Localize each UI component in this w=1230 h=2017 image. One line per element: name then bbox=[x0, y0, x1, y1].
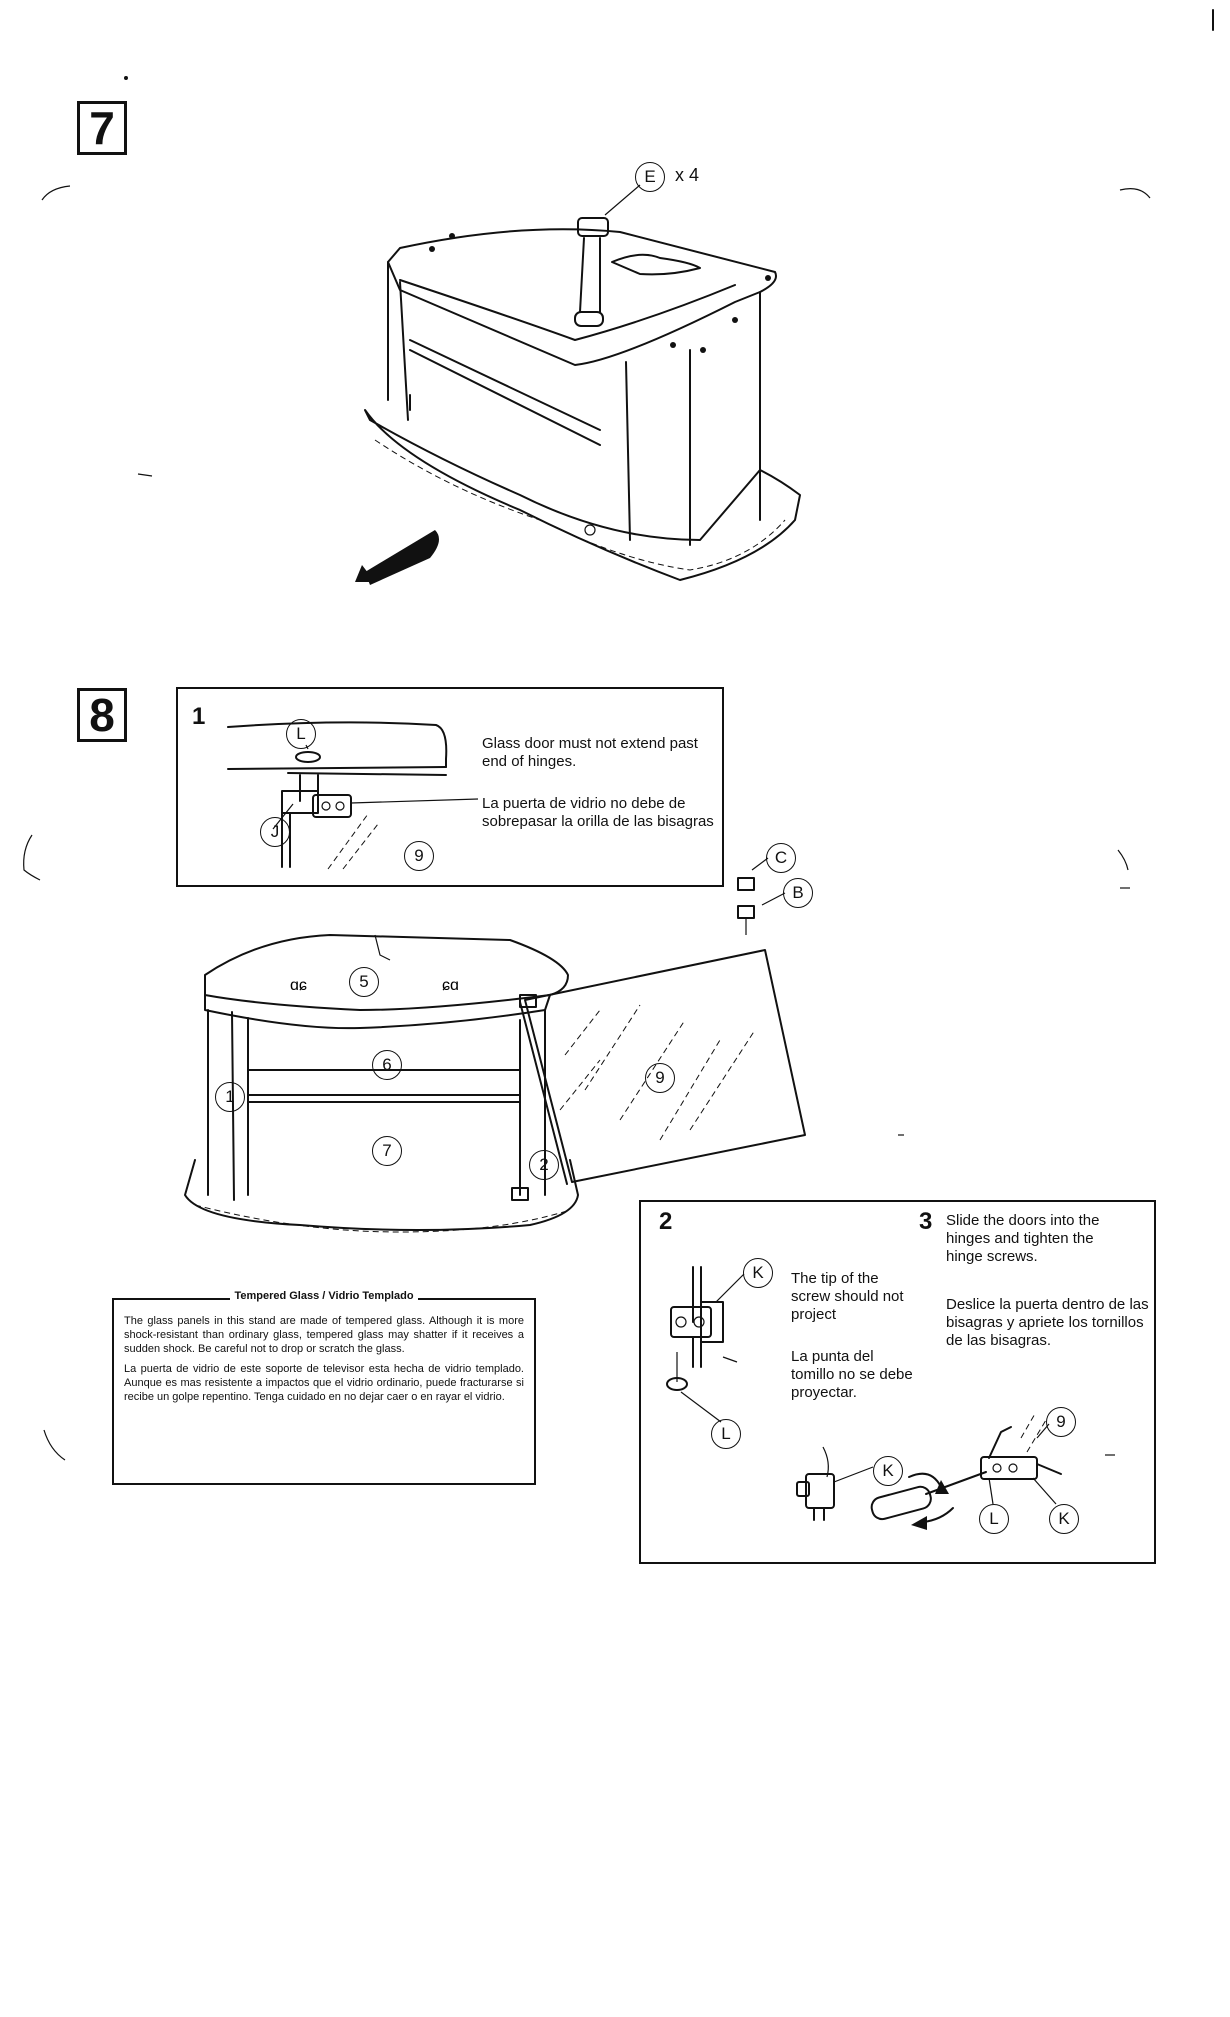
tempered-glass-notice: Tempered Glass / Vidrio Templado The gla… bbox=[112, 1290, 536, 1485]
detail-1-note-es: La puerta de vidrio no debe de sobrepasa… bbox=[482, 795, 714, 830]
notice-title: Tempered Glass / Vidrio Templado bbox=[230, 1290, 418, 1302]
hinge-l-callout-2: L bbox=[711, 1419, 741, 1449]
screw-detail-drawing bbox=[666, 1266, 1062, 1530]
stand-assembly-drawing: ɑɕ ɕɑ bbox=[23, 834, 1130, 1461]
glass-door-9-callout: 9 bbox=[645, 1063, 675, 1093]
part-7-callout: 7 bbox=[372, 1136, 402, 1166]
part-6-callout: 6 bbox=[372, 1050, 402, 1080]
part-e-count: x 4 bbox=[675, 165, 700, 185]
part-b-callout: B bbox=[783, 878, 813, 908]
detail-2-note-es: La punta del tomillo no se debe proyecta… bbox=[791, 1348, 913, 1401]
detail-1-number: 1 bbox=[192, 703, 206, 730]
screw-k-callout-3: K bbox=[1049, 1504, 1079, 1534]
detail-3-number: 3 bbox=[919, 1208, 933, 1235]
detail-3-note-en: Slide the doors into the hinges and tigh… bbox=[946, 1212, 1100, 1265]
notice-paragraph-es: La puerta de vidrio de este soporte de t… bbox=[124, 1363, 524, 1403]
glass-9-callout: 9 bbox=[404, 841, 434, 871]
step-8-number: 8 bbox=[77, 688, 127, 742]
part-5-callout: 5 bbox=[349, 967, 379, 997]
detail-1-note-en: Glass door must not extend past end of h… bbox=[482, 735, 698, 770]
notice-paragraph-en: The glass panels in this stand are made … bbox=[124, 1315, 524, 1355]
detail-2-note-en: The tip of the screw should not project bbox=[791, 1270, 904, 1323]
screw-k-callout: K bbox=[743, 1258, 773, 1288]
svg-text:ɕɑ: ɕɑ bbox=[442, 977, 459, 994]
glass-9-callout-2: 9 bbox=[1046, 1407, 1076, 1437]
svg-text:ɑɕ: ɑɕ bbox=[290, 977, 307, 994]
detail-3-note-es: Deslice la puerta dentro de las bisagras… bbox=[946, 1296, 1149, 1349]
step-7-number: 7 bbox=[77, 101, 127, 155]
detail-2-number: 2 bbox=[659, 1208, 673, 1235]
tv-stand-step7-drawing bbox=[41, 184, 1151, 585]
part-e-callout: E bbox=[635, 162, 665, 192]
part-c-callout: C bbox=[766, 843, 796, 873]
part-1-callout: 1 bbox=[215, 1082, 245, 1112]
hinge-detail-drawing bbox=[227, 721, 479, 870]
screw-k-callout-2: K bbox=[873, 1456, 903, 1486]
detail-1-panel: 1 Glass door must not extend past end of… bbox=[176, 687, 724, 887]
detail-2-3-panel: 2 3 The tip of the screw should not proj… bbox=[639, 1200, 1156, 1564]
bracket-j-callout: J bbox=[260, 817, 290, 847]
hinge-l-callout-3: L bbox=[979, 1504, 1009, 1534]
